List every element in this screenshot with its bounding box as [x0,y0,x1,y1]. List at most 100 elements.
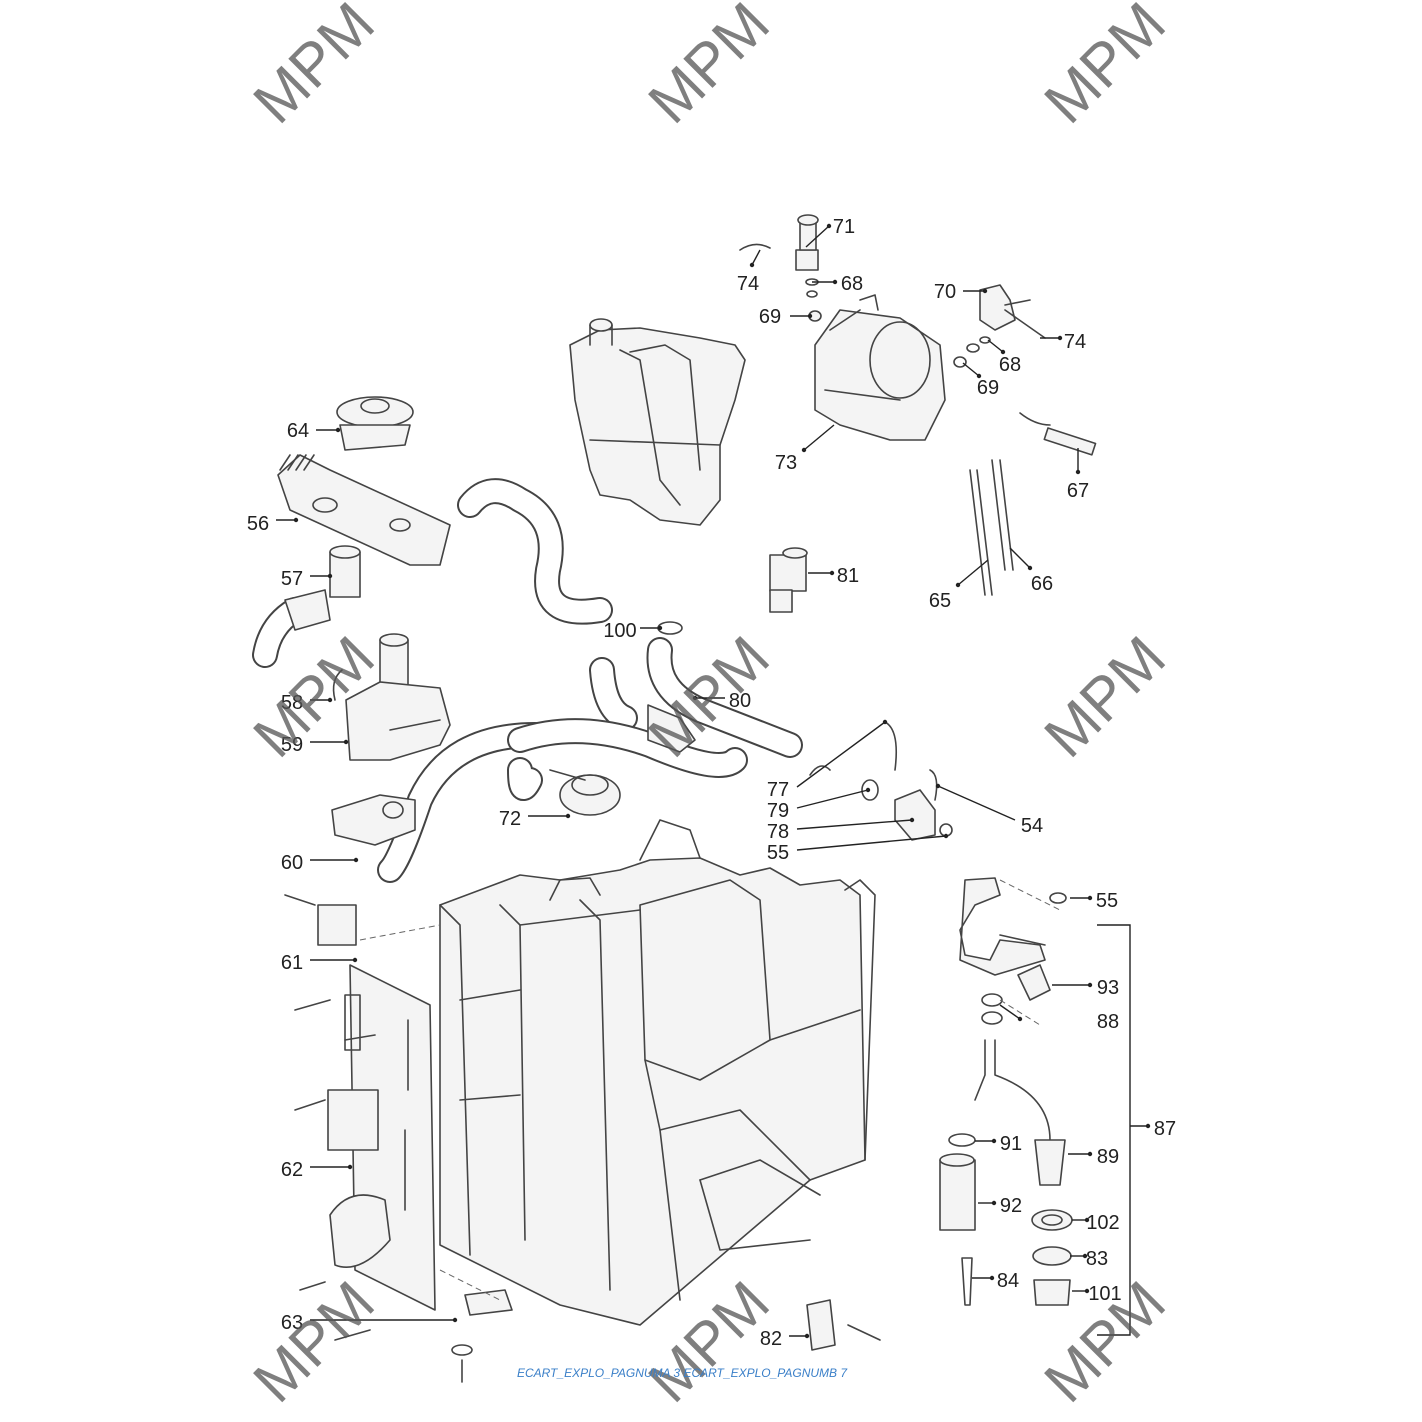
callout-65: 65 [929,559,989,612]
callout-number: 59 [281,734,303,756]
leader-dot [293,517,299,523]
leader-line [796,721,886,788]
hoses [252,478,803,883]
callout-63: 63 [281,1312,458,1334]
callout-78: 78 [767,817,915,843]
control-board-62 [294,964,436,1311]
callout-89: 89 [1068,1146,1119,1168]
leader-dot [1087,895,1093,901]
leader-dot [352,957,358,963]
watermark-text: MPM [1032,0,1178,136]
leader-line [796,819,913,830]
leader-dot [804,1333,810,1339]
steam-wand-assembly-87 [939,877,1073,1306]
callout-100: 100 [603,620,663,642]
solenoid-valve-81 [769,547,808,613]
callout-69b: 69 [962,362,999,399]
callout-number: 60 [281,852,303,874]
callout-87: 87 [1130,1118,1176,1140]
leader-dot [909,817,915,823]
leader-line [987,339,1004,353]
callout-number: 64 [287,420,309,442]
bracket-60 [331,794,416,846]
leader-dot [1082,1253,1088,1259]
callout-number: 54 [1021,815,1043,837]
callout-number: 74 [1064,331,1086,353]
sensor-82 [806,1299,881,1351]
callout-number: 68 [999,354,1021,376]
callout-82: 82 [760,1328,810,1350]
leader-line [805,225,830,248]
leader-dot [452,1317,458,1323]
callout-number: 65 [929,590,951,612]
callout-81: 81 [808,565,859,587]
callout-71: 71 [805,216,855,248]
leader-dot [1084,1288,1090,1294]
watermark-text: MPM [241,0,387,136]
callout-number: 63 [281,1312,303,1334]
callout-number: 74 [737,273,759,295]
callout-79: 79 [767,787,871,822]
callout-69a: 69 [759,306,813,328]
leader-dot [976,373,982,379]
callout-number: 87 [1154,1118,1176,1140]
callout-55a: 55 [767,833,949,864]
leader-line [962,362,980,377]
leader-line [796,789,869,809]
leader-dot [865,787,871,793]
callout-84: 84 [972,1270,1019,1292]
callout-56: 56 [247,513,299,535]
callout-83: 83 [1070,1248,1108,1270]
callout-60: 60 [281,852,359,874]
callout-77: 77 [767,719,888,801]
callout-74a: 74 [737,249,761,295]
callout-number: 73 [775,452,797,474]
callout-68a: 68 [812,273,863,295]
callout-88: 88 [999,1004,1119,1033]
flowmeter-72 [549,769,621,816]
leader-dot [335,427,341,433]
callout-64: 64 [287,420,341,442]
callout-number: 101 [1088,1283,1121,1305]
leader-line [957,559,989,586]
callout-number: 69 [977,377,999,399]
leader-dot [935,783,941,789]
watermark-text: MPM [241,1269,387,1415]
leader-dot [1084,1217,1090,1223]
callout-number: 80 [729,690,751,712]
leader-line [937,785,1016,821]
leader-line [999,1004,1021,1020]
screw-and-clip-61 [284,894,357,946]
callout-93: 93 [1052,977,1119,999]
callout-number: 56 [247,513,269,535]
leader-dot [826,223,832,229]
callout-91: 91 [975,1133,1022,1155]
leader-dot [807,313,813,319]
leader-dot [565,813,571,819]
callout-number: 57 [281,568,303,590]
callout-70: 70 [934,281,988,303]
dashed-guides [359,879,1061,1301]
boiler-assembly [739,214,1046,441]
callout-61: 61 [281,952,358,974]
callout-number: 55 [767,842,789,864]
leader-dot [829,570,835,576]
callout-73: 73 [775,424,835,474]
callout-72: 72 [499,808,571,830]
callout-59: 59 [281,734,349,756]
callout-58: 58 [281,692,333,714]
leader-dot [1075,469,1081,475]
leader-dot [882,719,888,725]
callout-66: 66 [1009,547,1053,595]
leader-dot [832,279,838,285]
leader-dot [943,833,949,839]
steam-connector-parts [809,721,953,841]
leader-dot [991,1200,997,1206]
callout-number: 79 [767,800,789,822]
leader-dot [657,625,663,631]
callout-62: 62 [281,1159,353,1181]
watermark-text: MPM [636,0,782,136]
callout-number: 55 [1096,890,1118,912]
water-tank [569,318,746,526]
callout-number: 58 [281,692,303,714]
